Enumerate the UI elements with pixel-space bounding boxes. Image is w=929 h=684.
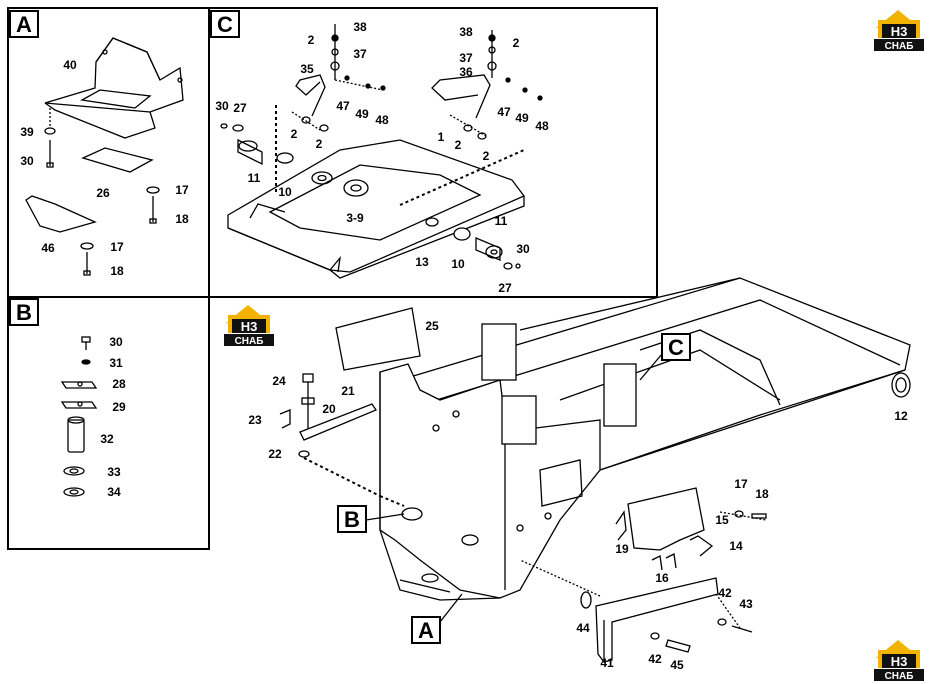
part-label: 30 [215, 99, 229, 113]
part-label: 42 [718, 586, 732, 600]
section-label-c: C [210, 10, 240, 38]
part-label: 45 [670, 658, 684, 672]
part-label: 47 [497, 105, 511, 119]
part-label: 11 [248, 171, 261, 185]
callout-a-main: A [411, 593, 463, 644]
svg-text:CHAБ: CHAБ [885, 41, 914, 52]
part-label: 33 [107, 465, 121, 479]
part-label: 2 [316, 137, 323, 151]
part-label: 48 [535, 119, 549, 133]
part-label: 32 [100, 432, 114, 446]
part-label: 34 [107, 485, 121, 499]
part-label: 17 [175, 183, 189, 197]
part-label: 30 [109, 335, 123, 349]
part-label: 43 [739, 597, 753, 611]
part-label: 14 [729, 539, 743, 553]
section-b-drawing [60, 336, 98, 497]
part-label: 2 [483, 149, 490, 163]
svg-text:CHAБ: CHAБ [885, 671, 914, 682]
svg-text:B: B [344, 507, 360, 532]
part-label: 18 [110, 264, 124, 278]
part-label: 30 [516, 242, 530, 256]
part-label: 30 [20, 154, 34, 168]
section-frames [7, 7, 658, 550]
part-label: 3-9 [346, 211, 364, 225]
part-labels-a: 40 39 30 26 17 18 46 17 18 [20, 58, 189, 278]
logo-bottom-right: H3 CHAБ [874, 640, 924, 682]
part-labels-c: 38 2 37 35 47 49 48 30 27 2 2 11 10 3-9 … [215, 20, 549, 295]
part-label: 12 [894, 409, 908, 423]
part-label: 41 [600, 656, 614, 670]
part-labels-b: 30 31 28 29 32 33 34 [100, 335, 126, 499]
part-label: 21 [341, 384, 355, 398]
part-label: 17 [110, 240, 124, 254]
section-a-drawing [25, 37, 184, 276]
part-label: 1 [438, 130, 445, 144]
part-label: 27 [233, 101, 247, 115]
part-label: 16 [655, 571, 669, 585]
part-label: 18 [175, 212, 189, 226]
part-label: 38 [459, 25, 473, 39]
part-label: 10 [278, 185, 292, 199]
part-label: 26 [96, 186, 110, 200]
part-label: 38 [353, 20, 367, 34]
section-label-b: B [9, 298, 39, 326]
part-label: 18 [755, 487, 769, 501]
logo-middle: H3 CHAБ [224, 305, 274, 347]
part-label: 31 [109, 356, 123, 370]
part-label: 46 [41, 241, 55, 255]
part-label: 49 [515, 111, 529, 125]
part-label: 22 [268, 447, 282, 461]
part-label: 2 [513, 36, 520, 50]
part-label: 27 [498, 281, 512, 295]
part-label: 11 [495, 214, 508, 228]
part-label: 39 [20, 125, 34, 139]
callout-c-main: C [639, 333, 691, 381]
svg-text:A: A [16, 12, 32, 37]
svg-text:H3: H3 [891, 24, 908, 39]
part-label: 19 [615, 542, 629, 556]
part-label: 49 [355, 107, 369, 121]
part-label: 23 [248, 413, 262, 427]
svg-text:CHAБ: CHAБ [235, 336, 264, 347]
svg-text:C: C [668, 335, 684, 360]
part-label: 37 [353, 47, 367, 61]
part-label: 28 [112, 377, 126, 391]
section-c-frame [208, 7, 658, 298]
part-label: 40 [63, 58, 77, 72]
part-label: 44 [576, 621, 590, 635]
section-label-a: A [9, 10, 39, 38]
part-label: 48 [375, 113, 389, 127]
section-c-drawing [220, 24, 543, 279]
part-label: 35 [300, 62, 314, 76]
part-label: 24 [272, 374, 286, 388]
part-label: 29 [112, 400, 126, 414]
part-label: 10 [451, 257, 465, 271]
main-frame-drawing [279, 277, 911, 663]
part-label: 2 [308, 33, 315, 47]
logo-top-right: H3 CHAБ [874, 10, 924, 52]
part-label: 47 [336, 99, 350, 113]
svg-text:H3: H3 [891, 654, 908, 669]
part-labels-main: 25 24 21 20 23 22 12 17 18 15 19 14 16 4… [248, 319, 908, 672]
svg-text:B: B [16, 300, 32, 325]
part-label: 2 [455, 138, 462, 152]
svg-text:C: C [217, 12, 233, 37]
part-label: 42 [648, 652, 662, 666]
part-label: 36 [459, 65, 473, 79]
part-label: 17 [734, 477, 748, 491]
callout-b-main: B [337, 505, 405, 533]
part-label: 20 [322, 402, 336, 416]
part-label: 25 [425, 319, 439, 333]
part-label: 13 [415, 255, 429, 269]
section-b-frame [7, 296, 210, 550]
part-label: 37 [459, 51, 473, 65]
svg-text:A: A [418, 618, 434, 643]
part-label: 2 [291, 127, 298, 141]
svg-text:H3: H3 [241, 319, 258, 334]
part-label: 15 [715, 513, 729, 527]
